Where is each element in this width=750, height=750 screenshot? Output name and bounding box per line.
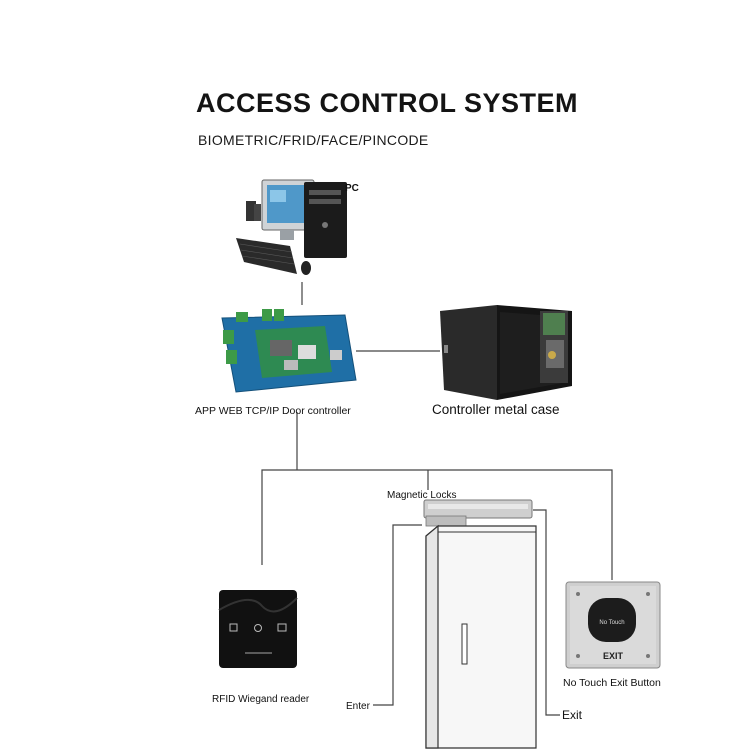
no-touch-text: No Touch bbox=[599, 620, 624, 626]
pc-label: PC bbox=[345, 183, 359, 194]
controller-label: APP WEB TCP/IP Door controller bbox=[195, 405, 351, 417]
exit-label: Exit bbox=[562, 708, 583, 722]
exit-wire bbox=[533, 509, 560, 716]
controller-board-icon bbox=[221, 309, 357, 393]
magnetic-lock-icon bbox=[423, 499, 533, 527]
enter-wire bbox=[373, 524, 422, 706]
metal-case-icon bbox=[440, 305, 572, 400]
magnetic-locks-label: Magnetic Locks bbox=[387, 490, 456, 501]
exit-plate-text: EXIT bbox=[603, 651, 624, 661]
enter-label: Enter bbox=[346, 701, 371, 712]
bus-line bbox=[261, 469, 613, 580]
diagram-subtitle: BIOMETRIC/FRID/FACE/PINCODE bbox=[198, 132, 429, 148]
metal-case-label: Controller metal case bbox=[432, 402, 560, 417]
exit-button-icon: No Touch EXIT bbox=[565, 581, 661, 669]
rfid-reader-icon bbox=[218, 590, 298, 668]
rfid-reader-label: RFID Wiegand reader bbox=[212, 694, 310, 705]
diagram-title: ACCESS CONTROL SYSTEM bbox=[196, 88, 579, 118]
pc-icon bbox=[236, 179, 347, 275]
exit-button-label: No Touch Exit Button bbox=[563, 677, 661, 689]
connection-lines bbox=[261, 282, 613, 716]
door-icon bbox=[425, 524, 537, 749]
